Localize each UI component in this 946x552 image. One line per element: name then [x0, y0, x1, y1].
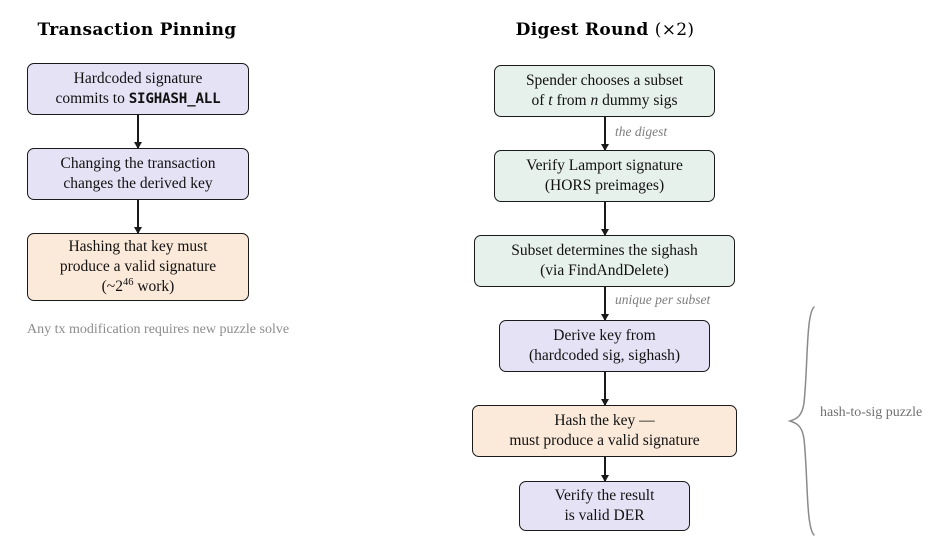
- node-line: (HORS preimages): [544, 177, 665, 194]
- note-any-tx-modification: Any tx modification requires new puzzle …: [27, 321, 289, 340]
- node-line: (hardcoded sig, sighash): [528, 347, 681, 364]
- node-line: produce a valid signature: [59, 257, 217, 275]
- column-title-suffix: (×2): [654, 20, 695, 40]
- brace-label-line: puzzle: [885, 405, 923, 420]
- arrow-subset-to-derive-key: [604, 287, 606, 320]
- exponent-base: (~2: [101, 278, 123, 296]
- node-line: must produce a valid signature: [509, 432, 700, 449]
- node-line: (via FindAndDelete): [540, 262, 669, 279]
- column-title-transaction-pinning: Transaction Pinning: [37, 20, 237, 40]
- arrow-spender-to-verify-lamport: [604, 117, 606, 150]
- note-line: Any tx modification: [27, 322, 141, 337]
- node-line: Spender chooses a subset: [525, 71, 684, 89]
- node-line: changes the derived key: [63, 175, 213, 192]
- arrow-hash-the-key-to-verify-der: [604, 457, 606, 481]
- brace-label-line: hash-to-sig: [820, 405, 883, 420]
- node-line: Verify the result: [554, 486, 655, 504]
- node-line: commits to SIGHASH_ALL: [55, 90, 221, 107]
- node-line: Hardcoded signature: [73, 69, 203, 87]
- node-line: Hash the key —: [554, 411, 655, 429]
- edge-label-text: unique per subset: [615, 292, 711, 307]
- node-line: Derive key from: [553, 326, 656, 344]
- node-derive-key-from: Derive key from (hardcoded sig, sighash): [499, 320, 710, 372]
- arrow-derive-key-to-hash-the-key: [604, 372, 606, 405]
- exponent-tail: work): [133, 278, 175, 296]
- edge-label-the-digest: the digest: [615, 124, 667, 140]
- brace-label-hash-to-sig-puzzle: hash-to-sig puzzle: [820, 404, 922, 423]
- italic-token-n: n: [590, 92, 599, 109]
- node-line: Verify Lamport signature: [526, 156, 683, 174]
- node-hashing-key: Hashing that key must produce a valid si…: [27, 233, 249, 301]
- arrow-hardcoded-to-changing: [137, 115, 139, 148]
- exponent-value: 46: [122, 276, 134, 288]
- node-line: Changing the transaction: [60, 154, 216, 172]
- edge-label-text: the digest: [615, 124, 668, 139]
- edge-label-unique-per-subset: unique per subset: [615, 292, 710, 308]
- node-line-exponent: (~246 work): [102, 277, 175, 297]
- arrow-changing-to-hashing: [137, 200, 139, 233]
- node-subset-determines-sighash: Subset determines the sighash (via FindA…: [474, 235, 735, 287]
- node-verify-der: Verify the result is valid DER: [519, 481, 690, 531]
- node-hash-the-key: Hash the key — must produce a valid sign…: [472, 405, 737, 457]
- node-changing-transaction: Changing the transaction changes the der…: [27, 148, 249, 200]
- node-line: of t from n dummy sigs: [531, 92, 678, 109]
- arrow-verify-lamport-to-subset: [604, 202, 606, 235]
- node-line: Hashing that key must: [68, 237, 208, 255]
- mono-token: SIGHASH_ALL: [128, 91, 221, 107]
- note-line: requires new puzzle solve: [144, 322, 290, 337]
- italic-token-t: t: [548, 92, 553, 109]
- node-spender-chooses-subset: Spender chooses a subset of t from n dum…: [494, 65, 715, 117]
- node-verify-lamport-signature: Verify Lamport signature (HORS preimages…: [494, 150, 715, 202]
- hash-to-sig-brace-icon: [787, 306, 815, 536]
- node-hardcoded-signature: Hardcoded signature commits to SIGHASH_A…: [27, 63, 249, 115]
- column-title-digest-round: Digest Round (×2): [474, 20, 736, 40]
- node-line: Subset determines the sighash: [511, 241, 698, 259]
- node-line: is valid DER: [564, 507, 645, 524]
- column-title-main: Digest Round: [515, 20, 649, 40]
